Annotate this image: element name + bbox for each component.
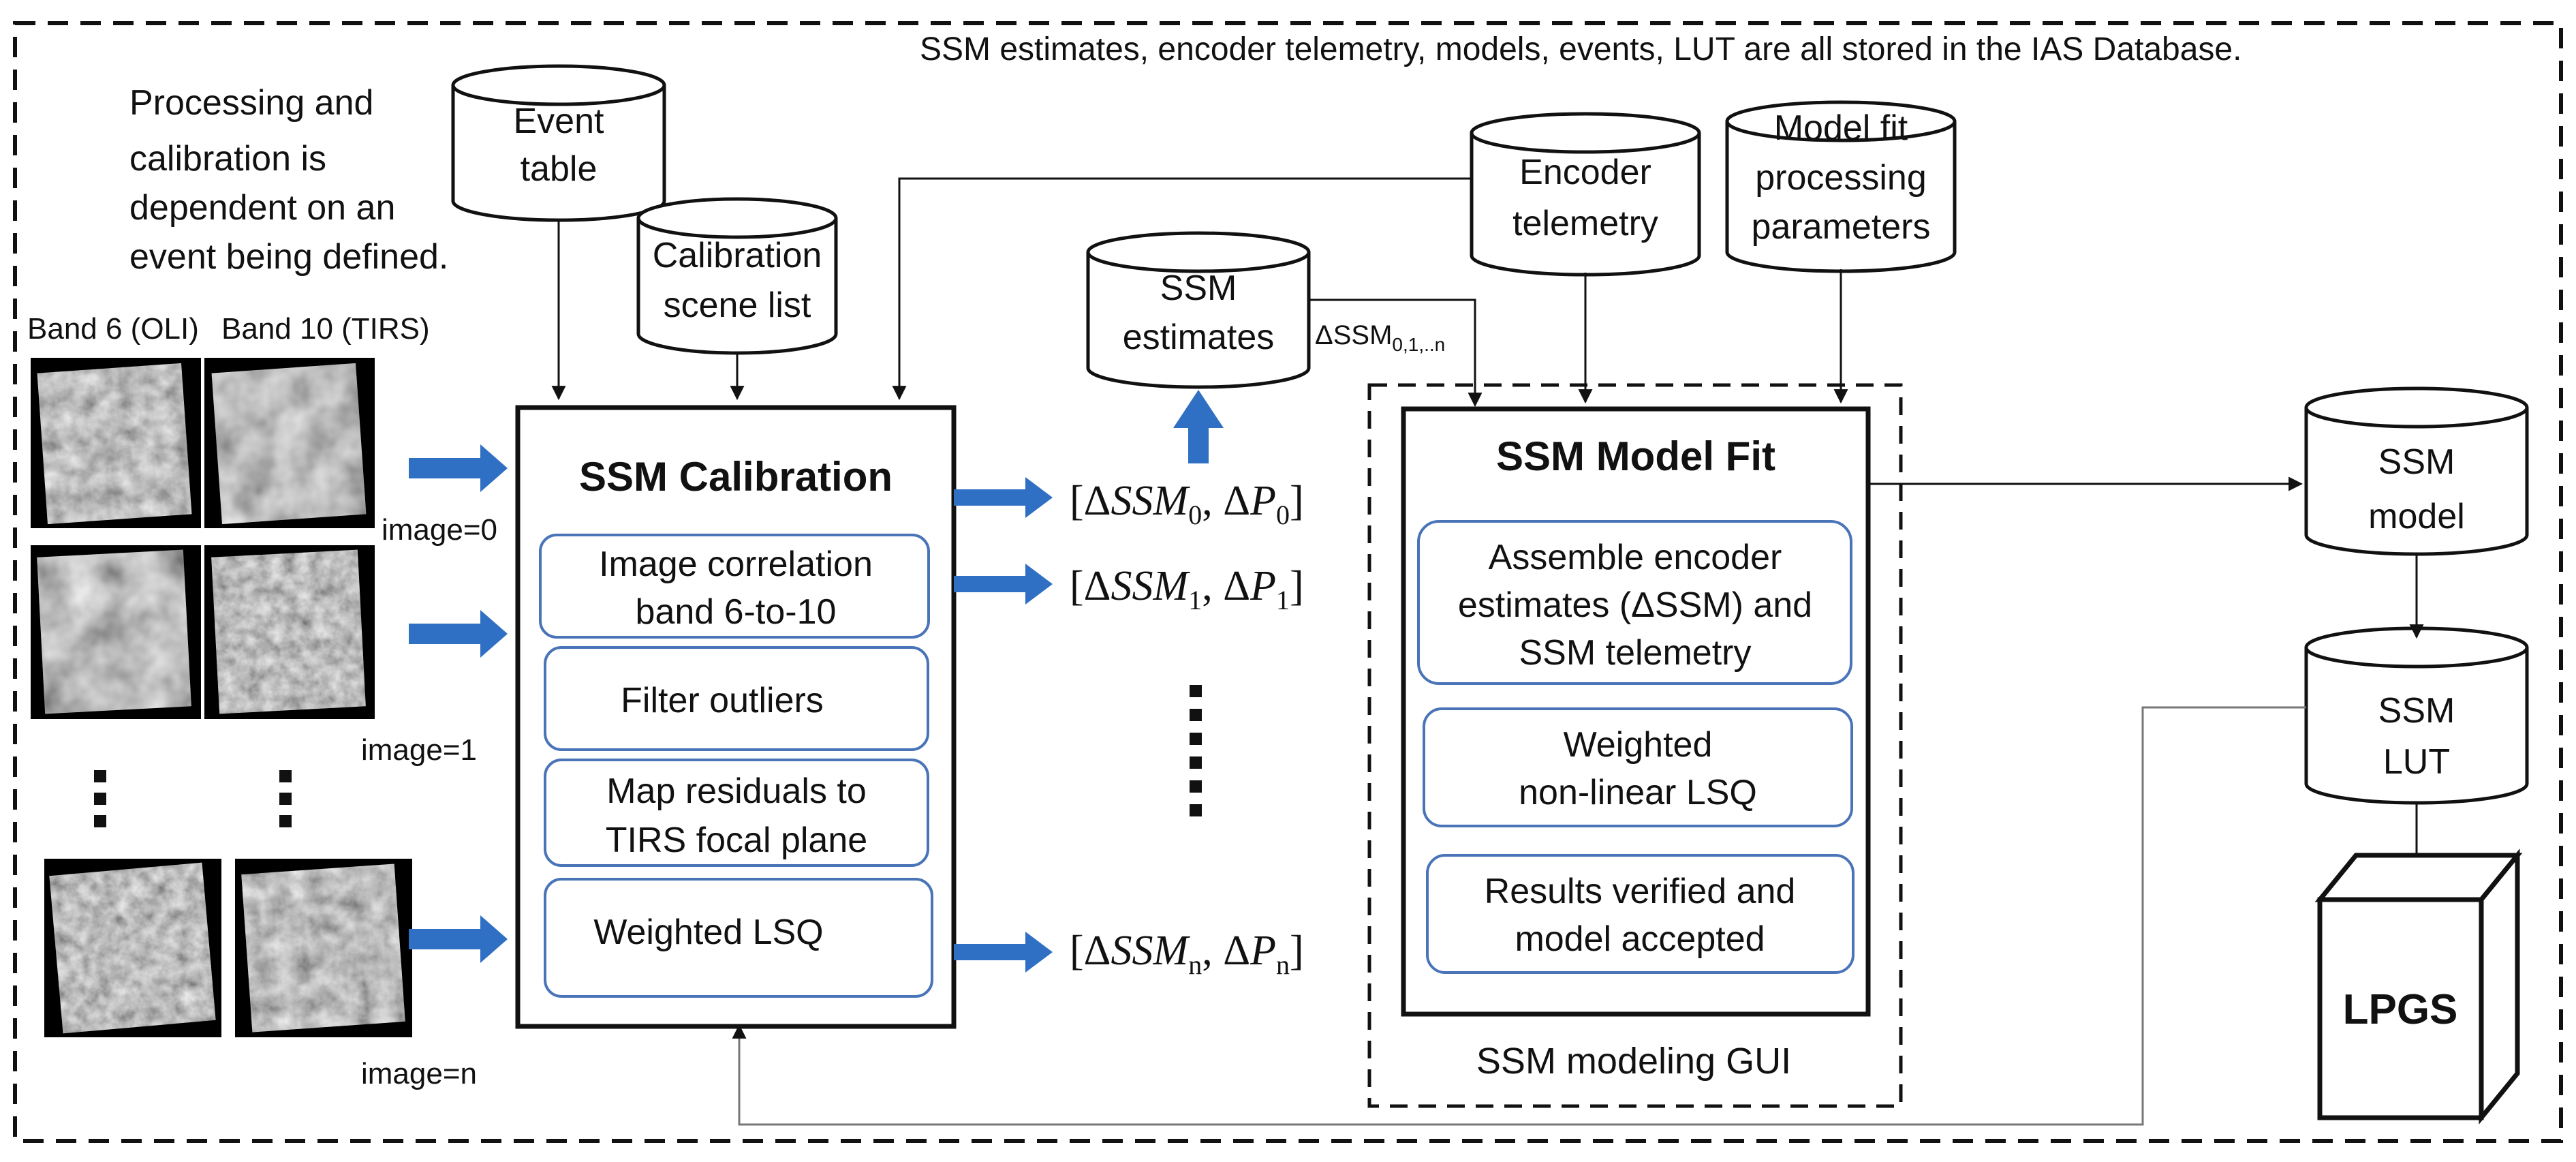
ssm-model-label-1: SSM [2378,442,2455,482]
step-results-line-2: model accepted [1515,919,1765,959]
band-label-oli: Band 6 (OLI) [27,312,199,346]
output-arrows [954,390,1224,973]
output-vector-0: [ΔSSM0, ΔP0] [1070,478,1304,530]
step-image-correlation-line-2: band 6-to-10 [636,592,837,632]
estimates-to-model-fit [1309,299,1483,408]
input-arrow-image0 [409,444,508,492]
delta-ssm-label: ΔSSM0,1,..n [1315,320,1445,355]
ssm-modeling-gui-boundary [1367,383,1903,1108]
output-arrow-n [954,932,1053,973]
step-assemble-line-2: estimates (ΔSSM) and [1458,585,1812,625]
band-label-tirs: Band 10 (TIRS) [221,312,430,346]
image-label-1: image=1 [361,733,477,767]
step-image-correlation-line-1: Image correlation [599,545,873,584]
database-calibration-scene-list: Calibration scene list [636,197,838,355]
thumb-band6-image0 [37,363,192,525]
side-note-line-3: dependent on an [129,188,395,228]
calibration-step-image-correlation [539,534,930,639]
calibration-title: SSM Calibration [579,454,893,500]
ssm-lut-label-2: LUT [2383,742,2450,782]
model-fit-title: SSM Model Fit [1496,433,1775,479]
model-fit-params-label-2: processing [1755,158,1926,198]
output-arrow-0 [954,477,1053,518]
thumb-band6-imagen [49,862,216,1034]
gui-label: SSM modeling GUI [1476,1041,1791,1082]
encoder-telemetry-label-1: Encoder [1519,153,1651,192]
input-arrows [409,444,508,963]
vertical-ellipsis-left [94,770,292,827]
header-note: SSM estimates, encoder telemetry, models… [920,31,2241,67]
calibration-scene-label-1: Calibration [653,236,822,275]
model-fit-step-assemble [1417,520,1852,685]
step-assemble-line-3: SSM telemetry [1519,633,1752,673]
model-fit-params-label-3: parameters [1752,207,1931,247]
thumb-band6-image1 [37,549,191,714]
encoder-telemetry-label-2: telemetry [1512,204,1658,243]
input-arrow-imagen [409,915,508,963]
lut-feedback-to-calibration [732,706,2306,1126]
ssm-model-fit-box: SSM Model Fit Assemble encoder estimates… [1401,406,1871,1017]
ssm-estimates-label-2: estimates [1123,318,1275,357]
connectors [551,177,2424,891]
side-note-line-4: event being defined. [129,237,448,277]
lpgs-cube: LPGS [2314,848,2523,1125]
image-label-0: image=0 [382,513,497,547]
database-ssm-model: SSM model [2304,386,2529,556]
step-nonlinear-line-1: Weighted [1564,725,1713,765]
ssm-estimates-label-1: SSM [1160,269,1237,308]
ssm-calibration-box: SSM Calibration Image correlation band 6… [515,405,957,1029]
calibration-step-weighted-lsq [544,878,933,998]
calibration-scene-label-2: scene list [664,286,811,325]
output-arrow-to-ssm-estimates [1173,390,1224,463]
output-vector-n: [ΔSSMn, ΔPn] [1070,928,1304,980]
side-note-line-2: calibration is [129,139,326,179]
calibration-step-map-residuals [544,759,929,867]
image-thumbnails [31,358,412,1037]
output-vector-1: [ΔSSM1, ΔP1] [1070,563,1304,615]
lpgs-label: LPGS [2343,986,2458,1033]
step-map-residuals-line-2: TIRS focal plane [606,821,867,860]
telemetry-to-calibration [892,177,1472,401]
thumb-band10-imagen [241,863,405,1033]
vertical-ellipsis-outputs [1190,685,1202,816]
event-table-label-2: table [521,149,598,189]
step-filter-outliers-line-1: Filter outliers [621,681,824,720]
ssm-model-label-2: model [2368,497,2465,536]
model-fit-step-weighted-nonlinear-lsq [1423,707,1853,827]
step-assemble-line-1: Assemble encoder [1489,538,1782,577]
event-table-label-1: Event [514,102,605,141]
thumb-band10-image0 [211,363,367,525]
database-ssm-lut: SSM LUT [2304,626,2529,805]
database-model-fit-params: Model fit processing parameters [1725,100,1957,273]
step-nonlinear-line-2: non-linear LSQ [1519,773,1757,812]
database-ssm-estimates: SSM estimates [1086,231,1311,389]
model-fit-params-label-1: Model fit [1774,108,1908,148]
database-encoder-telemetry: Encoder telemetry [1470,112,1701,277]
ssm-lut-label-1: SSM [2378,691,2455,731]
side-note: Processing and calibration is dependent … [129,83,448,277]
thumb-band10-image1 [211,549,366,714]
side-note-line-1: Processing and [129,83,373,123]
database-event-table: Event table [451,64,666,222]
input-arrow-image1 [409,610,508,658]
image-label-n: image=n [361,1057,477,1090]
output-vectors: [ΔSSM0, ΔP0] [ΔSSM1, ΔP1] [ΔSSMn, ΔPn] [1070,478,1304,980]
step-results-line-1: Results verified and [1485,872,1796,911]
model-fit-step-results-verified [1426,854,1855,974]
step-map-residuals-line-1: Map residuals to [606,771,867,811]
step-weighted-lsq-line-1: Weighted LSQ [593,913,823,952]
calibration-step-filter-outliers [544,646,929,751]
output-arrow-1 [954,564,1053,605]
